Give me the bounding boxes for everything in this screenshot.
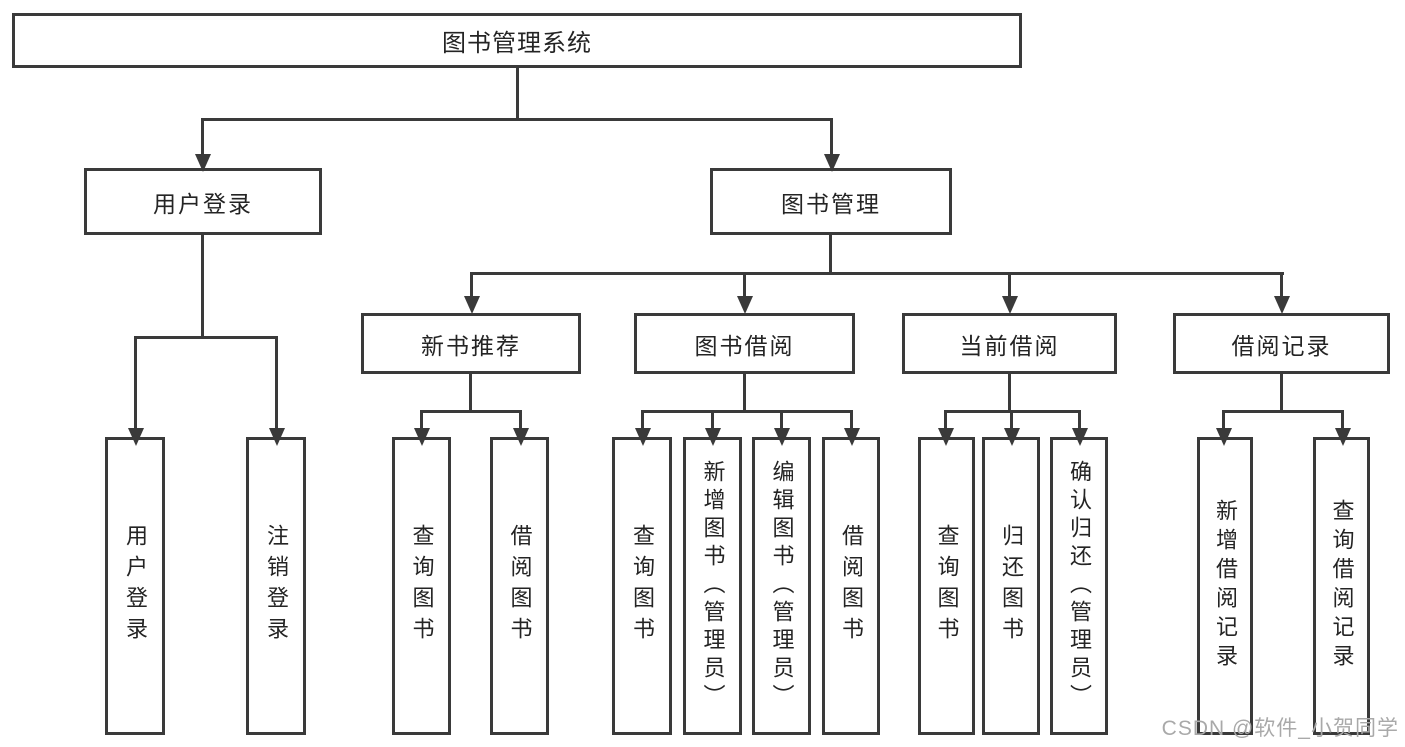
node-book-management: 图书管理 [710, 168, 952, 235]
leaf-borrow-books-label: 借阅图书 [839, 524, 864, 648]
leaf-edit-books-admin-label: 编辑图书（管理员） [769, 460, 795, 712]
node-root-label: 图书管理系统 [442, 30, 592, 57]
node-current-borrow-label: 当前借阅 [959, 332, 1060, 359]
node-user-login-label: 用户登录 [153, 190, 253, 217]
leaf-query-books-borrow-label: 查询图书 [630, 524, 655, 648]
node-current-borrow: 当前借阅 [902, 313, 1117, 374]
leaf-confirm-return-admin-label: 确认归还（管理员） [1067, 460, 1092, 712]
leaf-add-books-admin-label: 新增图书（管理员） [700, 460, 726, 712]
leaf-edit-books-admin: 编辑图书（管理员） [752, 437, 811, 735]
leaf-confirm-return-admin: 确认归还（管理员） [1050, 437, 1108, 735]
leaf-borrow-books: 借阅图书 [822, 437, 880, 735]
leaf-query-borrow-record-label: 查询借阅记录 [1329, 499, 1355, 673]
leaf-user-login: 用户登录 [105, 437, 165, 735]
leaf-logout-label: 注销登录 [264, 524, 289, 648]
leaf-query-books-current-label: 查询图书 [934, 524, 960, 648]
leaf-query-books-recommend-label: 查询图书 [409, 524, 435, 648]
node-root-system: 图书管理系统 [12, 13, 1022, 68]
leaf-user-login-label: 用户登录 [123, 524, 148, 648]
leaf-add-books-admin: 新增图书（管理员） [683, 437, 742, 735]
leaf-query-borrow-record: 查询借阅记录 [1313, 437, 1370, 735]
leaf-borrow-books-recommend: 借阅图书 [490, 437, 549, 735]
leaf-add-borrow-record-label: 新增借阅记录 [1213, 499, 1238, 673]
node-book-borrow-label: 图书借阅 [694, 332, 795, 359]
node-borrow-records: 借阅记录 [1173, 313, 1390, 374]
leaf-return-books: 归还图书 [982, 437, 1040, 735]
leaf-query-books-recommend: 查询图书 [392, 437, 451, 735]
node-book-management-label: 图书管理 [781, 190, 881, 217]
leaf-return-books-label: 归还图书 [999, 524, 1024, 648]
leaf-borrow-books-recommend-label: 借阅图书 [507, 524, 533, 648]
csdn-watermark: CSDN @软件_小贺同学 [1161, 717, 1399, 740]
leaf-query-books-current: 查询图书 [918, 437, 975, 735]
leaf-query-books-borrow: 查询图书 [612, 437, 672, 735]
node-borrow-records-label: 借阅记录 [1231, 332, 1332, 359]
node-new-book-recommend: 新书推荐 [361, 313, 581, 374]
leaf-add-borrow-record: 新增借阅记录 [1197, 437, 1253, 735]
node-new-book-recommend-label: 新书推荐 [421, 332, 521, 359]
leaf-logout: 注销登录 [246, 437, 306, 735]
node-book-borrow: 图书借阅 [634, 313, 855, 374]
node-user-login: 用户登录 [84, 168, 322, 235]
